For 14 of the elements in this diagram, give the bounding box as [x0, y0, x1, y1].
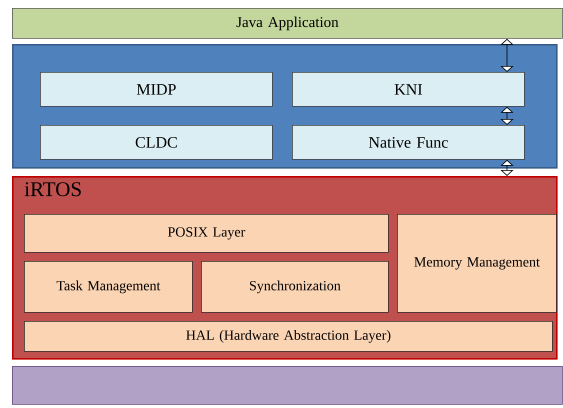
module-box: Task Management: [24, 261, 193, 313]
module-box: CLDC: [40, 125, 273, 160]
double-arrow: [500, 106, 514, 125]
module-box: POSIX Layer: [24, 214, 389, 253]
module-box: HAL (Hardware Abstraction Layer): [24, 321, 553, 352]
double-arrow: [500, 38, 514, 72]
module-box: MIDP: [40, 72, 273, 107]
module-box: Synchronization: [201, 261, 389, 313]
layer-box: [12, 366, 563, 405]
module-box: Native Func: [292, 125, 525, 160]
double-arrow: [500, 160, 514, 176]
layer-box: Java Application: [12, 8, 563, 39]
module-box: KNI: [292, 72, 525, 107]
module-box: Memory Management: [397, 214, 557, 313]
